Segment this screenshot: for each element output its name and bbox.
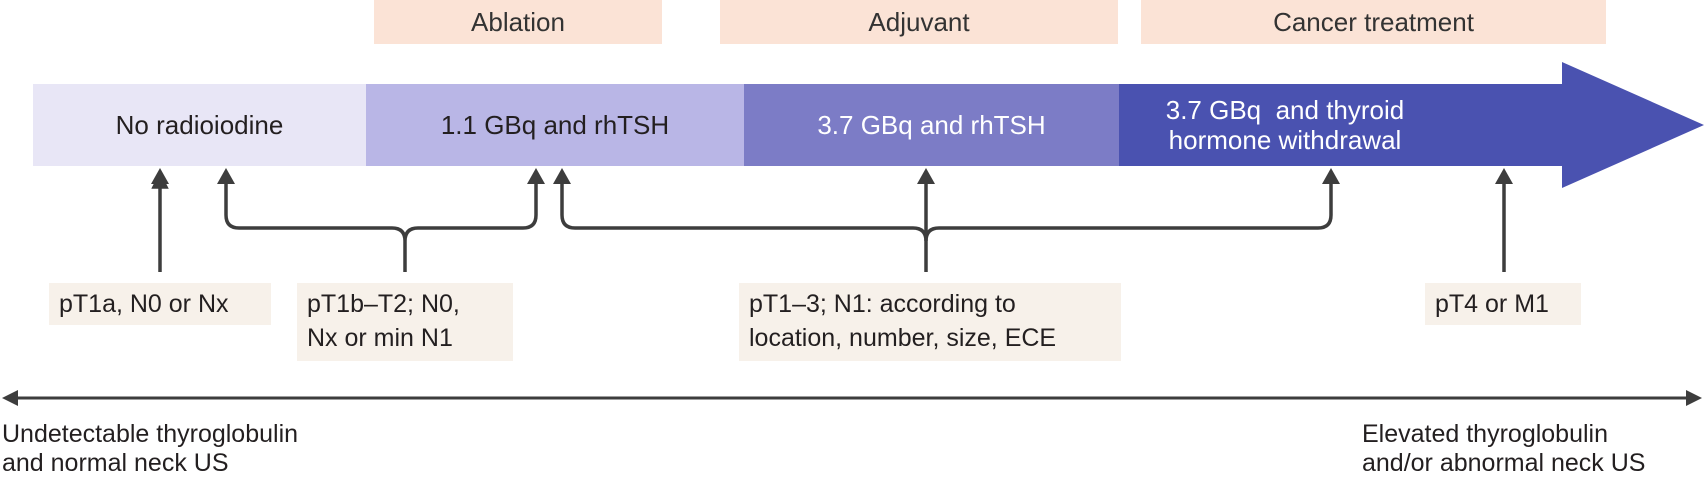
band-high-dose-arrow [1119, 62, 1704, 188]
criteria-pt1-3-n1: pT1–3; N1: according to location, number… [739, 283, 1121, 361]
phase-adjuvant-text: Adjuvant [868, 6, 970, 37]
connectors [151, 171, 1506, 272]
criteria-pt1b-t2: pT1b–T2; N0, Nx or min N1 [297, 283, 513, 361]
scale-left-line2: and normal neck US [2, 449, 229, 477]
band-mid-text: 3.7 GBq and rhTSH [817, 110, 1046, 140]
phase-ablation-label: Ablation [374, 0, 662, 44]
phase-cancer-treatment-text: Cancer treatment [1273, 6, 1474, 37]
criteria-pt1a: pT1a, N0 or Nx [49, 283, 271, 325]
arrowhead-bracket2-right [1322, 168, 1340, 184]
bracket-pt1b [224, 180, 538, 272]
criteria-pt4-m1: pT4 or M1 [1425, 283, 1581, 325]
arrowhead-pt1a [151, 168, 169, 184]
scale-right-line1: Elevated thyroglobulin [1362, 420, 1608, 448]
band-no-radioiodine [33, 84, 366, 166]
scale-right-label: Elevated thyroglobulin and/or abnormal n… [1362, 420, 1702, 478]
scale-right-line2: and/or abnormal neck US [1362, 449, 1646, 477]
phase-ablation-text: Ablation [471, 6, 565, 37]
bracket-pt1-3 [560, 180, 1333, 272]
criteria-pt1-3-line1: pT1–3; N1: according to [749, 290, 1016, 318]
band-mid-dose [744, 84, 1119, 166]
band-mid-label: 3.7 GBq and rhTSH [744, 84, 1119, 166]
band-low-text: 1.1 GBq and rhTSH [440, 110, 670, 140]
scale-left-line1: Undetectable thyroglobulin [2, 420, 299, 448]
band-low-label: 1.1 GBq and rhTSH [366, 84, 744, 166]
criteria-pt1b-t2-line1: pT1b–T2; N0, [307, 290, 460, 318]
band-high-text-line2: hormone withdrawal [1168, 125, 1402, 155]
arrowhead-pt4 [1495, 168, 1513, 184]
band-high-label: 3.7 GBq and thyroid hormone withdrawal [1119, 84, 1451, 166]
arrowhead-bracket2-left [553, 168, 571, 184]
criteria-pt1b-t2-line2: Nx or min N1 [307, 324, 453, 352]
arrowheads [151, 168, 1513, 184]
arrowhead-bracket2-center [917, 168, 935, 184]
criteria-pt1-3-line2: location, number, size, ECE [749, 324, 1057, 352]
band-high-text-line1: 3.7 GBq and thyroid [1165, 95, 1405, 125]
band-low-dose [366, 84, 744, 166]
criteria-pt1a-text: pT1a, N0 or Nx [59, 290, 229, 318]
arrowhead-bracket1-left [217, 168, 235, 184]
criteria-pt4-text: pT4 or M1 [1435, 290, 1549, 318]
scale-arrowhead-right [1686, 390, 1702, 406]
scale-arrowhead-left [2, 390, 18, 406]
band-none-text: No radioiodine [115, 110, 284, 140]
phase-cancer-treatment-label: Cancer treatment [1141, 0, 1606, 44]
band-none-label: No radioiodine [33, 84, 366, 166]
scale-left-label: Undetectable thyroglobulin and normal ne… [2, 420, 422, 478]
arrowhead-bracket1-right [527, 168, 545, 184]
phase-adjuvant-label: Adjuvant [720, 0, 1118, 44]
